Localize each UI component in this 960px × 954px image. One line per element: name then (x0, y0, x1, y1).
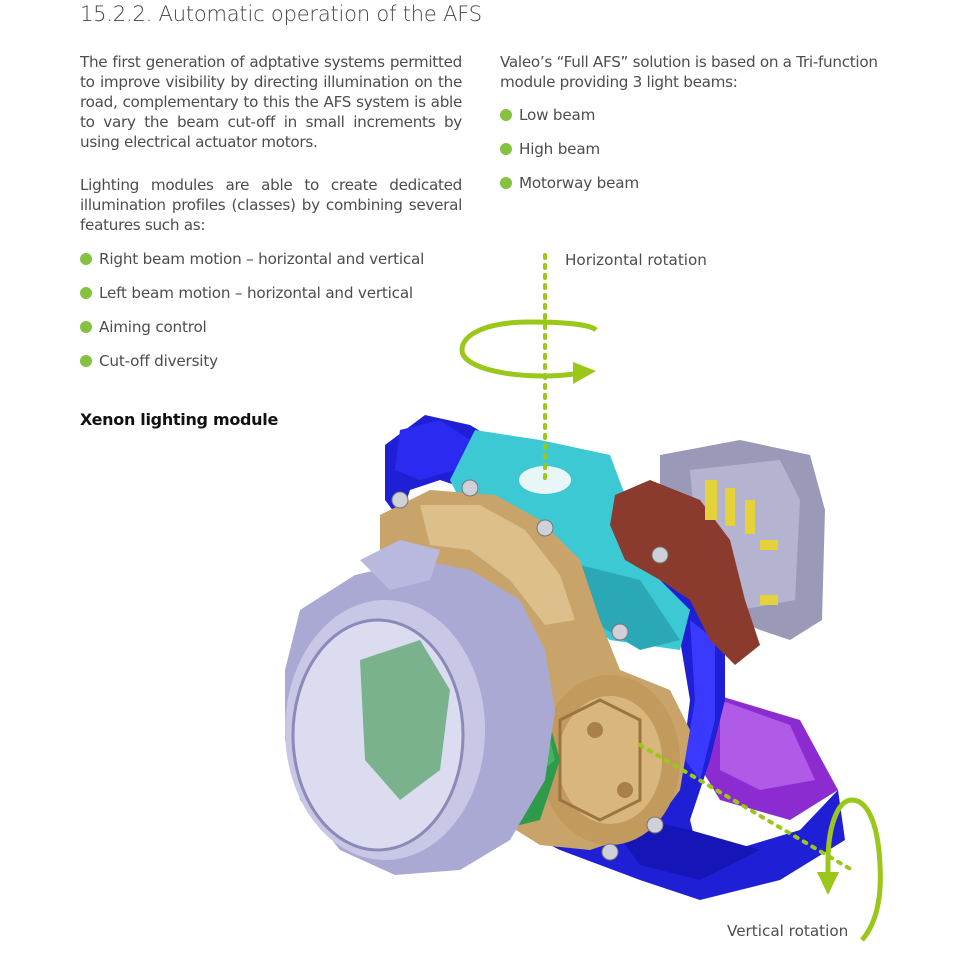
lens-housing (285, 540, 555, 875)
features-intro-paragraph: Lighting modules are able to create dedi… (80, 176, 462, 234)
bullet-icon (500, 143, 512, 155)
bullet-icon (80, 355, 92, 367)
full-afs-paragraph: Valeo’s “Full AFS” solution is based on … (500, 53, 878, 91)
list-item: Motorway beam (500, 173, 639, 207)
beams-list: Low beam High beam Motorway beam (500, 105, 639, 207)
list-item: Right beam motion – horizontal and verti… (80, 249, 424, 283)
features-list: Right beam motion – horizontal and verti… (80, 249, 424, 385)
list-item: Low beam (500, 105, 639, 139)
section-title: 15.2.2. Automatic operation of the AFS (80, 2, 482, 26)
bullet-icon (500, 177, 512, 189)
vertical-rotation-arrow (638, 743, 883, 942)
list-item: Cut-off diversity (80, 351, 424, 385)
horizontal-rotation-label: Horizontal rotation (565, 251, 707, 269)
intro-paragraph: The first generation of adptative system… (80, 53, 462, 151)
list-item: Aiming control (80, 317, 424, 351)
vertical-rotation-label: Vertical rotation (727, 922, 849, 940)
list-item: High beam (500, 139, 639, 173)
connector-housing (610, 440, 825, 665)
bolts (391, 479, 669, 861)
purple-base (690, 690, 838, 820)
bullet-icon (80, 287, 92, 299)
bullet-icon (80, 321, 92, 333)
bullet-icon (80, 253, 92, 265)
module-heading: Xenon lighting module (80, 410, 279, 429)
bullet-icon (500, 109, 512, 121)
horizontal-rotation-arrow (459, 253, 598, 480)
list-item: Left beam motion – horizontal and vertic… (80, 283, 424, 317)
